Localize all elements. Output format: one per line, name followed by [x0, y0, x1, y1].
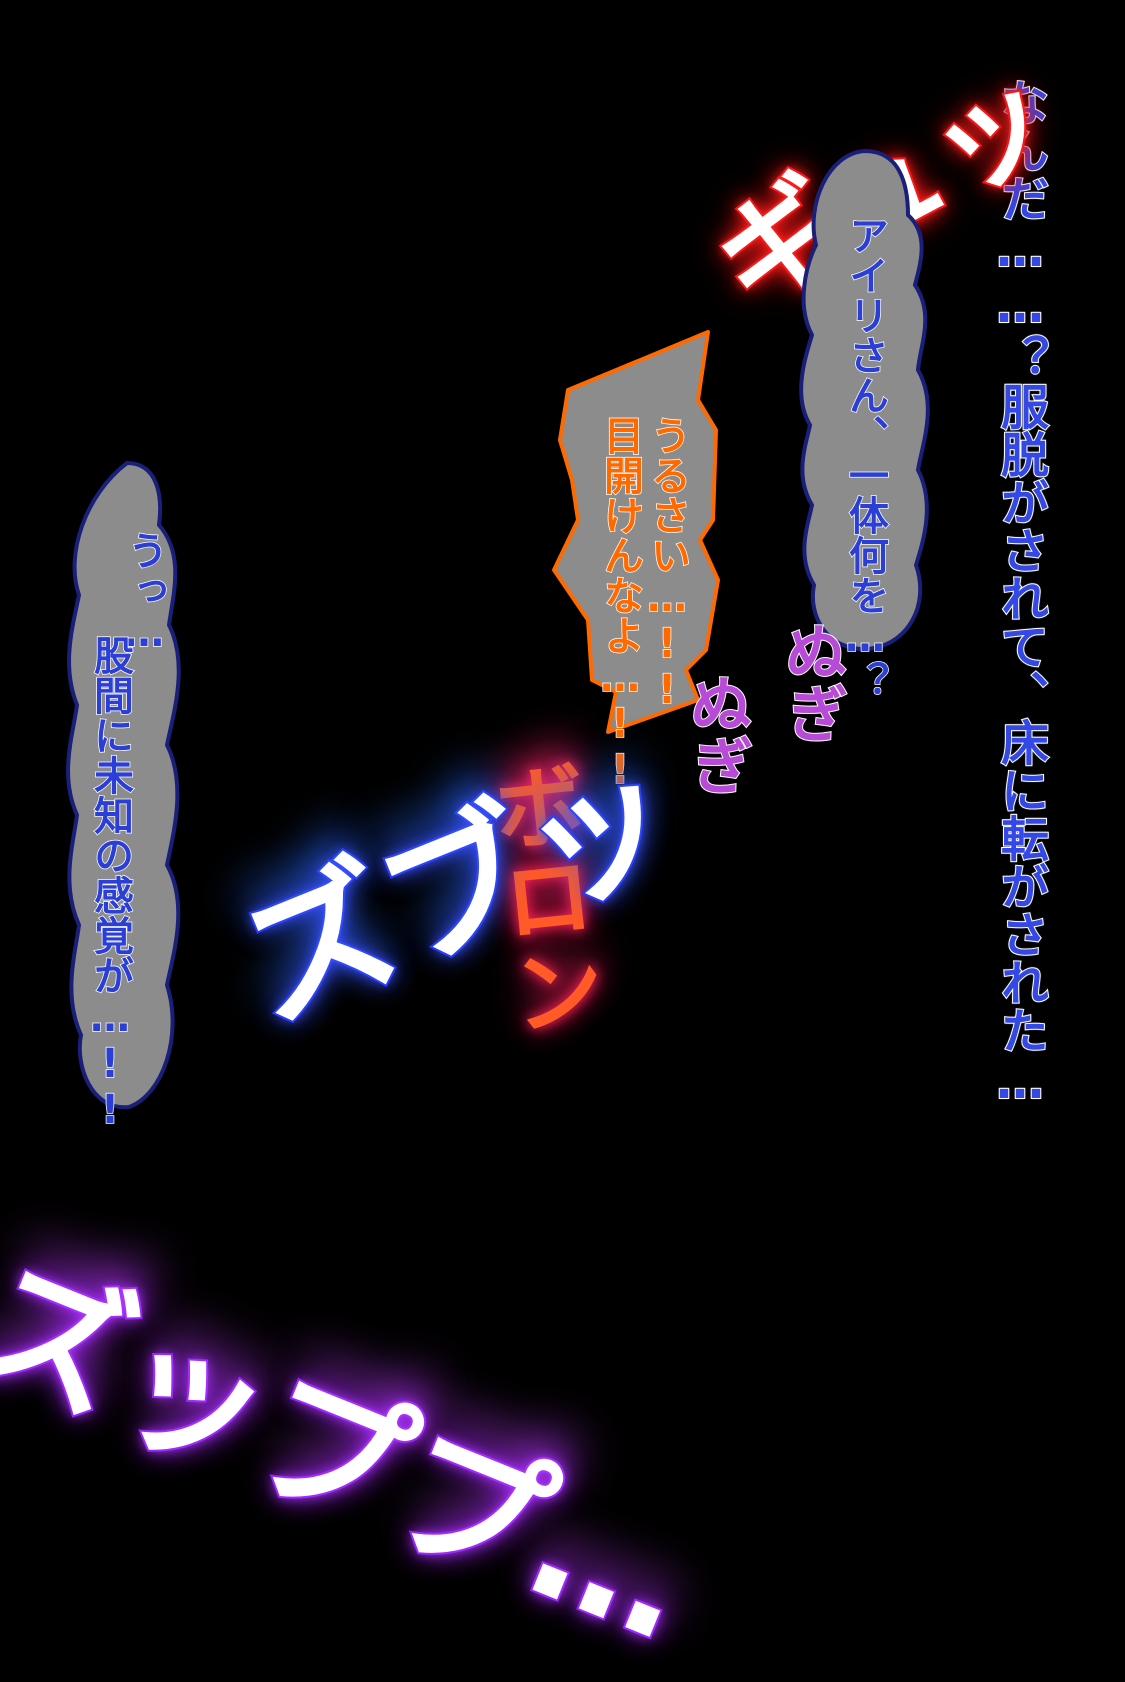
sfx-nugi-2: ぬぎ: [678, 671, 753, 797]
bubble-text-urusai-2: 目開けんなよ…!!: [596, 414, 644, 794]
speech-bubble-urusai: うるさい…!! 目開けんなよ…!!: [548, 320, 728, 794]
sfx-nugi-1: ぬぎ: [773, 619, 848, 745]
bubble-shape: [799, 148, 930, 652]
manga-panel: なんだ……？服脱がされて、床に転がされた… ギュッ アイリさん、一体何を…？ う…: [0, 41, 1079, 1677]
speech-bubble-airi: アイリさん、一体何を…？: [790, 145, 940, 702]
speech-bubble-uh: うっ… 股間に未知の感覚が…!!: [55, 455, 195, 1134]
sfx-purple: ズッププ…: [0, 1230, 714, 1676]
bubble-text-uh-2: 股間に未知の感覚が…!!: [86, 634, 134, 1134]
bubble-text-airi: アイリさん、一体何を…？: [841, 214, 889, 702]
sfx-blue: ズブッ: [216, 722, 702, 1056]
bubble-text-urusai-1: うるさい…!!: [643, 414, 691, 714]
bubble-text-uh-1: うっ…: [120, 529, 168, 657]
narration-caption: なんだ……？服脱がされて、床に転がされた…: [991, 77, 1049, 1111]
bubble-shape: [66, 460, 181, 1110]
bubble-shape: [552, 330, 720, 734]
